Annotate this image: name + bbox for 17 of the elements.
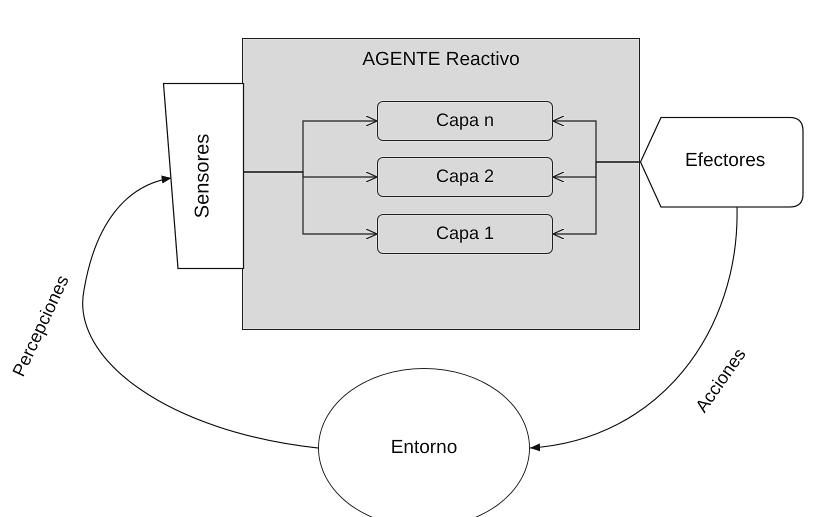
effector-shape [640, 117, 804, 208]
arrow [552, 161, 640, 240]
arrow [530, 206, 738, 451]
node-label: Entorno [390, 437, 458, 459]
agent-panel [242, 38, 640, 330]
node-label: Efectores [685, 150, 766, 172]
layer-box [377, 101, 553, 141]
arrow [82, 176, 318, 449]
layer-box [377, 214, 553, 254]
node-label: Capa 1 [434, 223, 496, 244]
node-label: Capa n [434, 110, 496, 131]
panel-title: AGENTE Reactivo [361, 49, 521, 71]
arrow [244, 171, 378, 240]
sensor-trapezoid [163, 83, 244, 269]
node-label: Sensores [192, 134, 214, 218]
layer-box [377, 157, 553, 197]
node-label: Capa 2 [434, 166, 496, 187]
